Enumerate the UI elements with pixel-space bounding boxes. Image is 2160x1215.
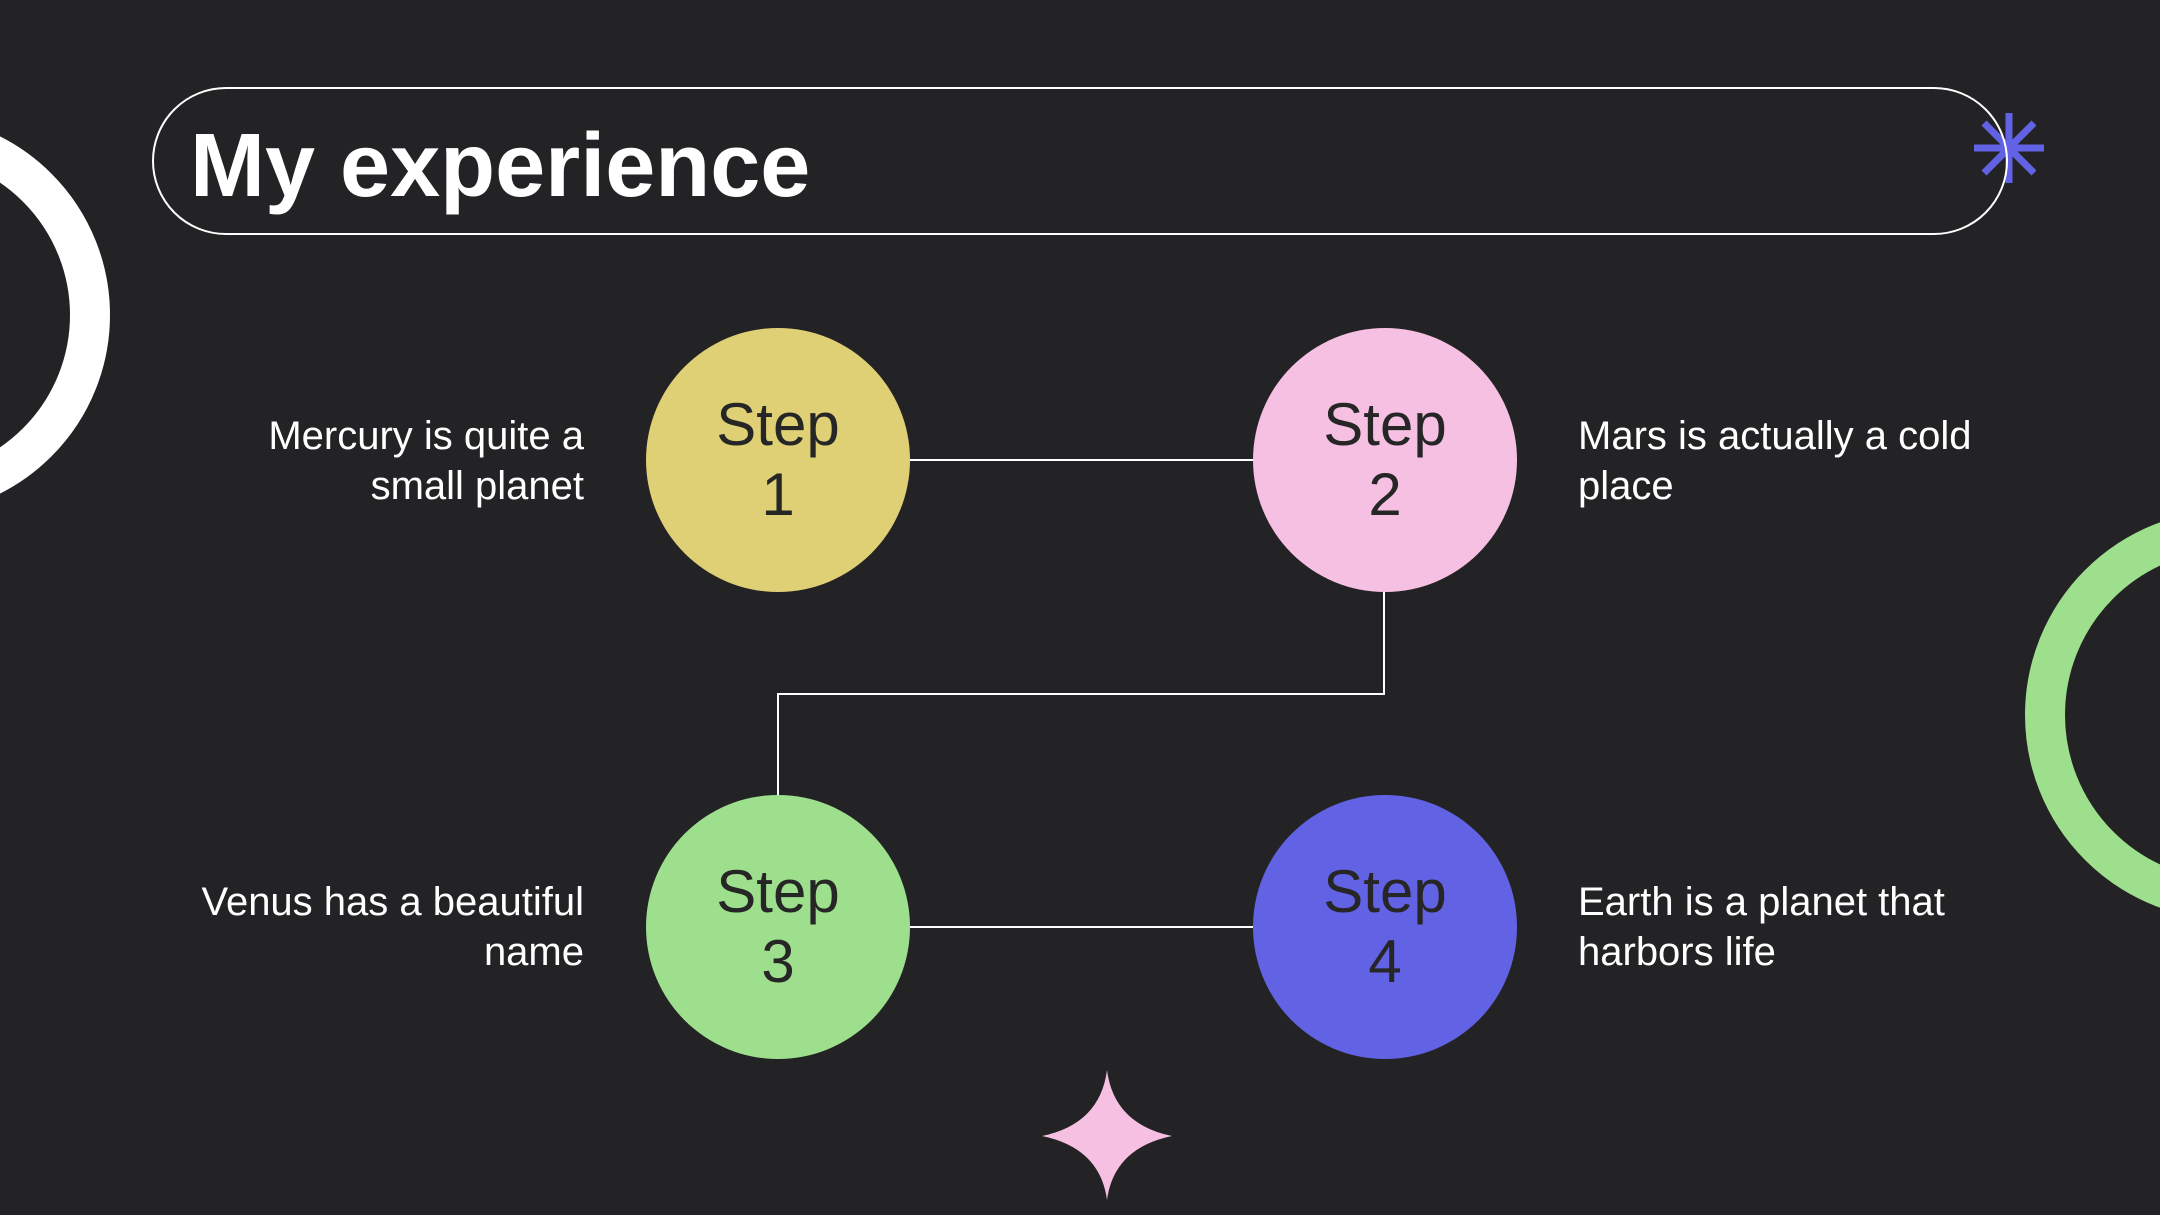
step-4-label: Step xyxy=(1323,858,1447,925)
step-1-circle: Step 1 xyxy=(646,328,910,592)
sparkle-icon xyxy=(1042,1070,1172,1200)
step-3-number: 3 xyxy=(761,928,795,995)
step-3-circle: Step 3 xyxy=(646,795,910,1059)
ring-left xyxy=(0,136,110,494)
step-4-number: 4 xyxy=(1368,928,1402,995)
step-2-label: Step xyxy=(1323,391,1447,458)
step-2-description: Mars is actually a cold place xyxy=(1578,414,1972,508)
page-title: My experience xyxy=(190,116,811,216)
title-pill xyxy=(152,87,2008,235)
step-3-description: Venus has a beautiful name xyxy=(201,880,584,974)
ring-right xyxy=(2025,522,2160,908)
step-1-label: Step xyxy=(716,391,840,458)
connector-2-3 xyxy=(777,592,1385,796)
step-3-label: Step xyxy=(716,858,840,925)
step-4-description: Earth is a planet that harbors life xyxy=(1578,880,1945,974)
step-2-circle: Step 2 xyxy=(1253,328,1517,592)
step-1-description: Mercury is quite a small planet xyxy=(268,414,584,508)
step-4-circle: Step 4 xyxy=(1253,795,1517,1059)
step-2-number: 2 xyxy=(1368,461,1402,528)
step-1-number: 1 xyxy=(761,461,795,528)
